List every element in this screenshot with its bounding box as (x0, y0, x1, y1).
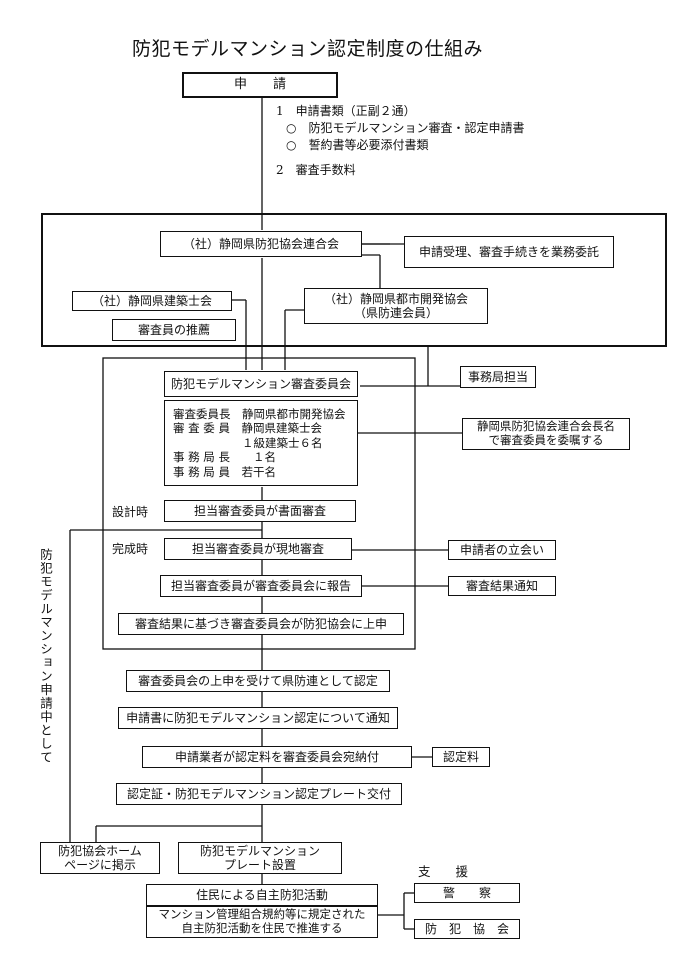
homepage-box: 防犯協会ホーム ページに掲示 (40, 842, 160, 874)
architects-box: （社）静岡県建築士会 (72, 291, 232, 311)
committee-box: 防犯モデルマンション審査委員会 (164, 371, 358, 397)
residents-box: 住民による自主防犯活動 (146, 884, 378, 906)
plate-issue-box: 認定証・防犯モデルマンション認定プレート交付 (116, 783, 402, 805)
police-box: 警 察 (414, 883, 520, 903)
design-review-box: 担当審査委員が書面審査 (164, 500, 356, 522)
support-label: 支 援 (418, 864, 469, 879)
secretariat-box: 事務局担当 (460, 366, 536, 388)
application-item-1: 1 申請書類（正副２通） (276, 104, 416, 118)
side-label: 防犯モデルマンション申請中として (38, 548, 53, 764)
recommend-box: 審査員の推薦 (112, 319, 236, 341)
appoint-box: 静岡県防犯協会連合会長名 で審査委員を委嘱する (462, 418, 630, 450)
page-title: 防犯モデルマンション認定制度の仕組み (132, 38, 484, 60)
notify-box: 審査結果通知 (448, 576, 556, 596)
federation-box: （社）静岡県防犯協会連合会 (160, 231, 362, 257)
design-label: 設計時 (112, 505, 149, 519)
notice-box: 申請書に防犯モデルマンション認定について通知 (118, 707, 398, 729)
application-item-3: ○ 誓約書等必要添付書類 (286, 138, 429, 152)
fee-pay-box: 申請業者が認定料を審査委員会宛納付 (142, 746, 412, 768)
fee-box: 認定料 (432, 747, 490, 767)
application-item-4: 2 審査手数料 (276, 163, 356, 177)
onsite-review-box: 担当審査委員が現地審査 (164, 538, 352, 560)
committee-members-box: 審査委員長 静岡県都市開発協会 審 査 委 員 静岡県建築士会 １級建築士６名 … (164, 400, 358, 486)
association-box: 防 犯 協 会 (414, 919, 520, 939)
plate-install-box: 防犯モデルマンション プレート設置 (178, 842, 342, 874)
residents-desc-box: マンション管理組合規約等に規定された 自主防犯活動を住民で推進する (146, 906, 378, 938)
report-box: 担当審査委員が審査委員会に報告 (160, 575, 362, 597)
outsourcing-box: 申請受理、審査手続きを業務委託 (404, 236, 614, 268)
submit-box: 審査結果に基づき審査委員会が防犯協会に上申 (118, 613, 404, 635)
application-box: 申 請 (182, 72, 338, 98)
urban-box: （社）静岡県都市開発協会 （県防連会員） (304, 288, 488, 324)
witness-box: 申請者の立会い (448, 540, 556, 560)
complete-label: 完成時 (112, 542, 149, 556)
application-item-2: ○ 防犯モデルマンション審査・認定申請書 (286, 121, 525, 135)
certify-box: 審査委員会の上申を受けて県防連として認定 (126, 670, 390, 692)
